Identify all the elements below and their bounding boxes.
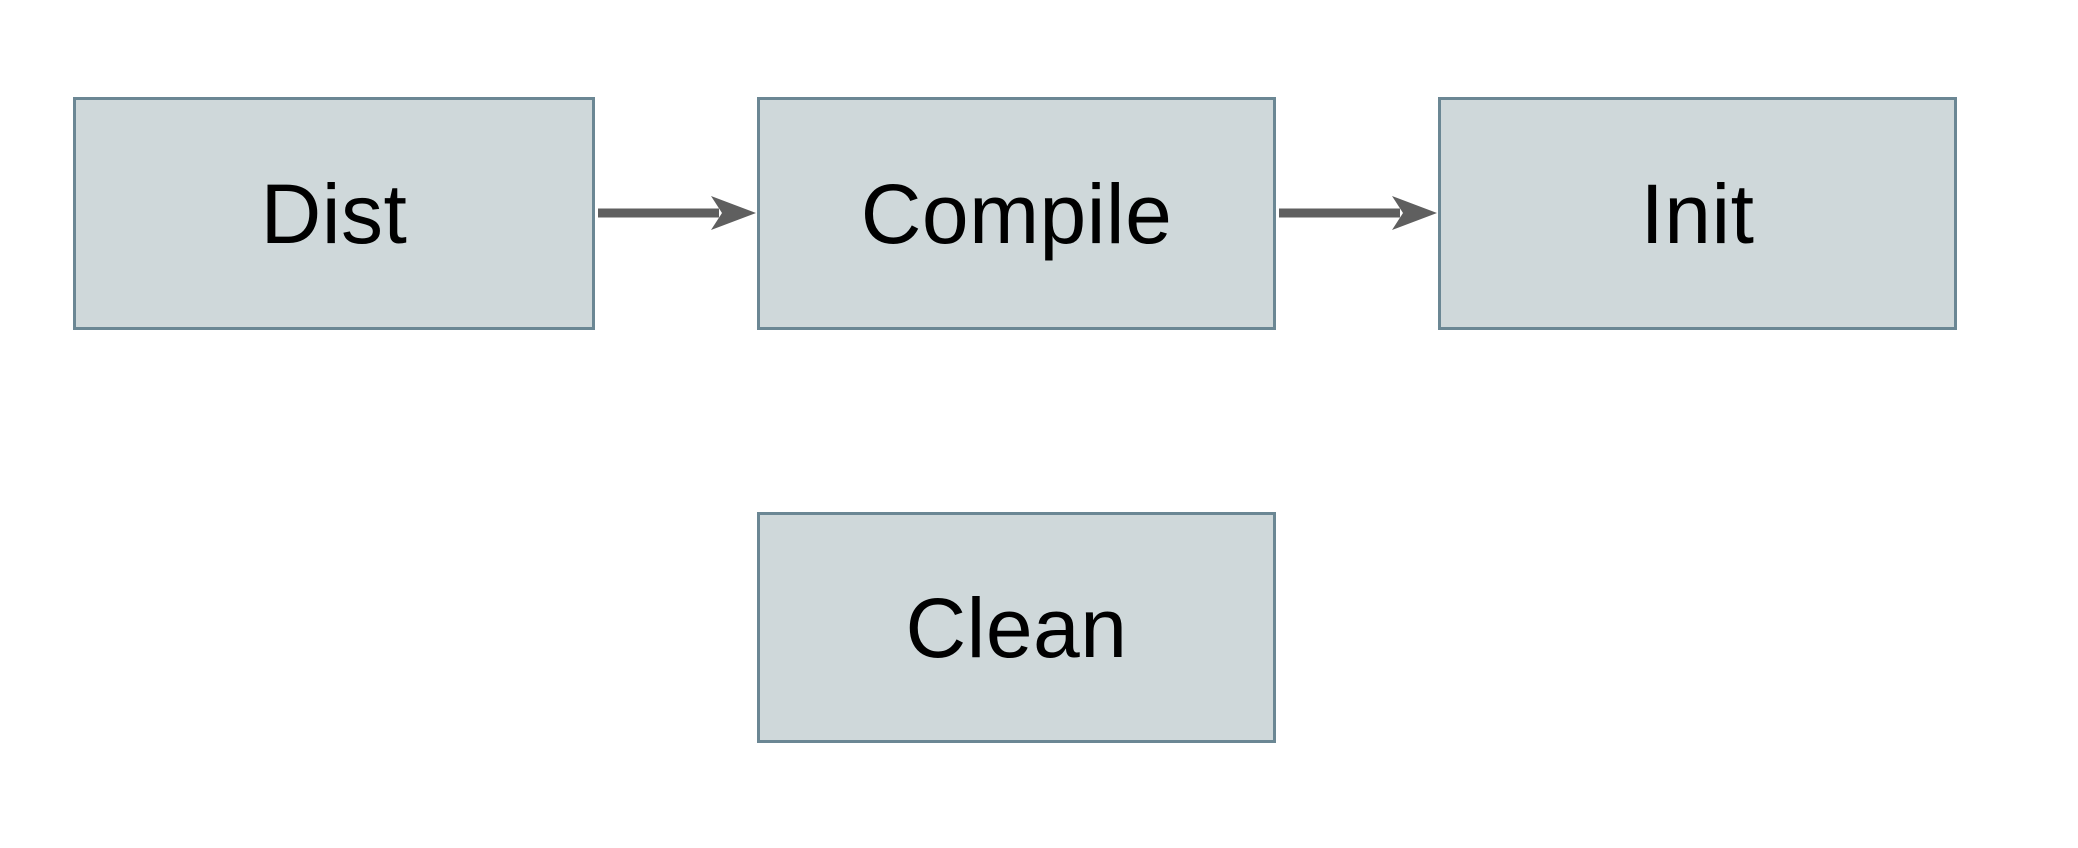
node-dist: Dist [73,97,595,330]
node-compile-label: Compile [860,166,1173,261]
node-clean-label: Clean [905,580,1128,675]
node-init: Init [1438,97,1957,330]
arrow-dist-to-compile [598,196,756,230]
node-compile: Compile [757,97,1276,330]
node-dist-label: Dist [260,166,408,261]
node-clean: Clean [757,512,1276,743]
node-init-label: Init [1640,166,1755,261]
arrow-compile-to-init [1279,196,1437,230]
